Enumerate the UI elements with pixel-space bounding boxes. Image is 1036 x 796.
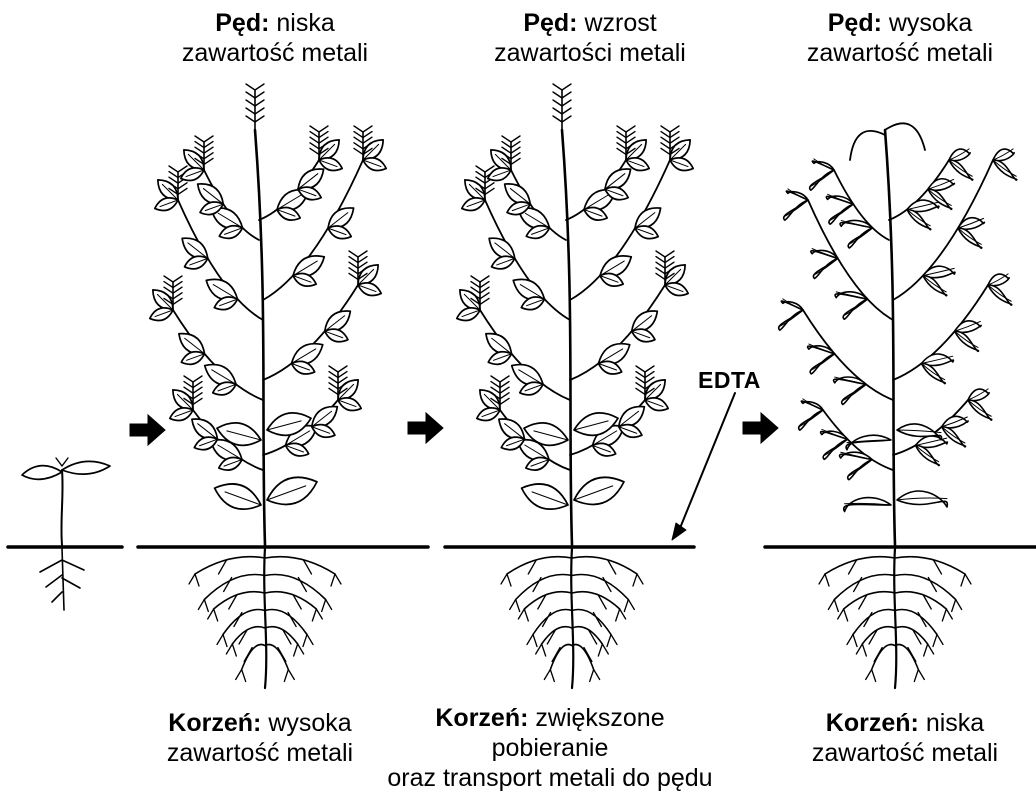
seedling (22, 458, 110, 610)
root-label-2-line2: pobieranie (492, 734, 609, 762)
shoot-label-3: Pęd: wysoka zawartość metali (775, 8, 1025, 68)
progress-arrow-3 (743, 413, 778, 443)
plant-edta-treated (457, 84, 693, 545)
root-label-3: Korzeń: niska zawartość metali (785, 708, 1025, 768)
shoot-label-2-line2: zawartości metali (494, 39, 686, 67)
shoot-label-3-rest: wysoka (889, 9, 972, 37)
root-label-3-line2: zawartość metali (812, 739, 998, 767)
progress-arrow-1 (130, 415, 165, 445)
roots-plant-3 (819, 548, 971, 688)
edta-pointer-arrowhead (672, 523, 686, 540)
shoot-label-2-rest: wzrost (584, 9, 656, 37)
shoot-label-2-bold: Pęd: (523, 9, 577, 37)
plant-healthy (150, 84, 386, 545)
shoot-label-1: Pęd: niska zawartość metali (150, 8, 400, 68)
shoot-label-3-line2: zawartość metali (807, 39, 993, 67)
root-label-2-bold: Korzeń: (435, 704, 528, 732)
edta-pointer-line (678, 393, 735, 533)
shoot-label-1-rest: niska (276, 9, 334, 37)
roots-plant-2 (501, 548, 643, 688)
root-label-3-rest: niska (926, 709, 984, 737)
root-label-1: Korzeń: wysoka zawartość metali (135, 708, 385, 768)
shoot-label-1-bold: Pęd: (215, 9, 269, 37)
roots-plant-1 (189, 548, 341, 688)
root-label-1-bold: Korzeń: (168, 709, 261, 737)
root-label-1-line2: zawartość metali (167, 739, 353, 767)
root-label-1-rest: wysoka (268, 709, 351, 737)
edta-label: EDTA (698, 367, 761, 394)
root-label-2-line3: oraz transport metali do pędu (387, 764, 712, 792)
shoot-label-2: Pęd: wzrost zawartości metali (460, 8, 720, 68)
root-label-2-rest: zwiększone (535, 704, 664, 732)
progress-arrow-2 (408, 413, 443, 443)
shoot-label-3-bold: Pęd: (828, 9, 882, 37)
plant-wilted (779, 123, 1017, 545)
shoot-label-1-line2: zawartość metali (182, 39, 368, 67)
root-label-2: Korzeń: zwiększone pobieranie oraz trans… (380, 703, 720, 793)
root-label-3-bold: Korzeń: (826, 709, 919, 737)
